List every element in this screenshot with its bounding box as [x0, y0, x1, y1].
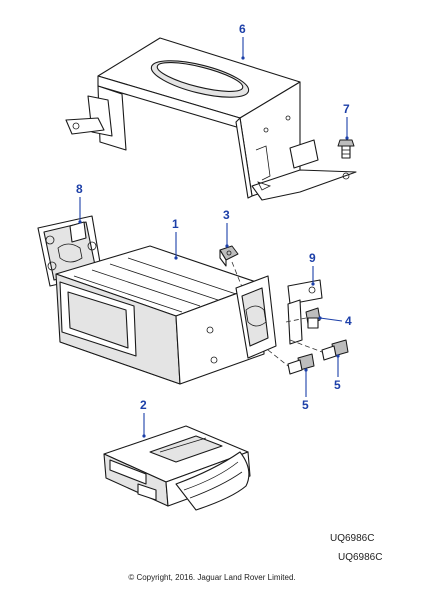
callout-5-lower: 5 — [302, 368, 309, 412]
svg-text:2: 2 — [140, 398, 147, 412]
bolt-part — [337, 139, 355, 159]
callout-1: 1 — [172, 217, 179, 260]
svg-text:4: 4 — [345, 314, 352, 328]
svg-text:7: 7 — [343, 102, 350, 116]
svg-text:1: 1 — [172, 217, 179, 231]
svg-text:3: 3 — [223, 208, 230, 222]
svg-text:8: 8 — [76, 182, 83, 196]
nut-part — [219, 245, 245, 293]
bolt-part-4 — [285, 307, 321, 329]
callout-6: 6 — [239, 22, 246, 60]
screw-part-upper — [289, 339, 349, 361]
mounting-bracket-part — [65, 37, 357, 201]
right-bracket-part — [235, 275, 323, 359]
reference-code: UQ6986C — [338, 552, 383, 563]
svg-text:5: 5 — [302, 398, 309, 412]
copyright-notice: © Copyright, 2016. Jaguar Land Rover Lim… — [128, 573, 296, 582]
callout-3: 3 — [223, 208, 230, 248]
main-module-part — [55, 245, 265, 385]
callout-7: 7 — [343, 102, 350, 140]
callout-5-upper: 5 — [334, 354, 341, 392]
callout-2: 2 — [140, 398, 147, 438]
callout-9: 9 — [309, 251, 316, 286]
svg-text:5: 5 — [334, 378, 341, 392]
callout-4: 4 — [318, 314, 352, 328]
screw-part-lower — [267, 349, 315, 375]
disc-changer-part — [103, 425, 251, 511]
callout-8: 8 — [76, 182, 83, 224]
svg-text:9: 9 — [309, 251, 316, 265]
svg-text:6: 6 — [239, 22, 246, 36]
reference-code: UQ6986C — [330, 533, 375, 544]
